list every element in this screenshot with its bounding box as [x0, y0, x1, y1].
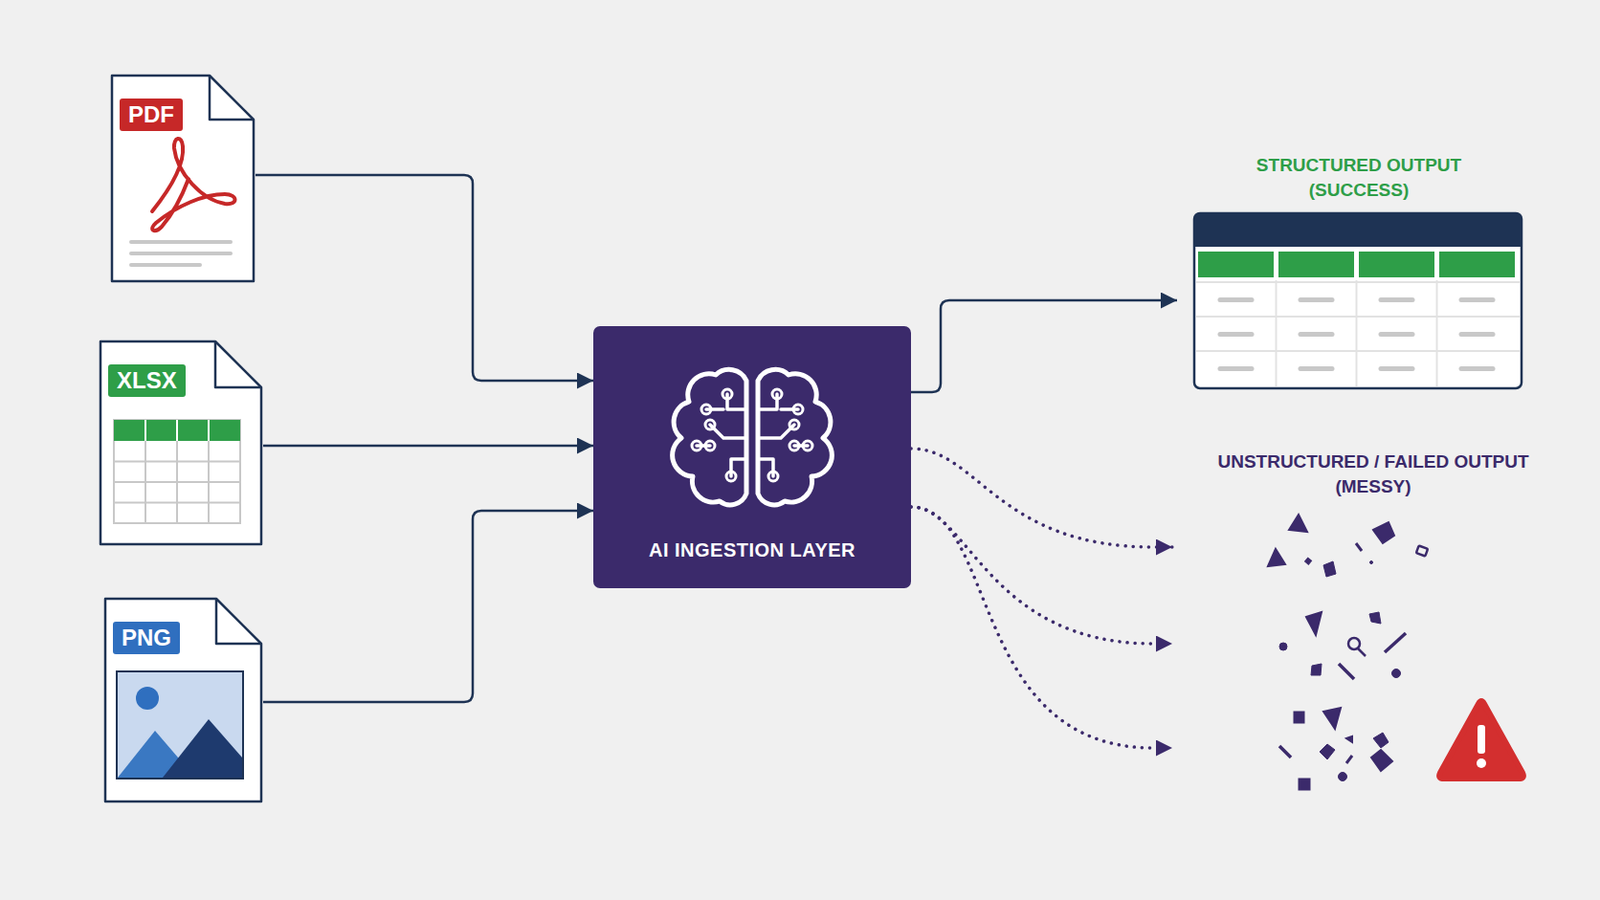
dotted-arrow — [911, 507, 1173, 749]
ai-process-box: AI INGESTION LAYER — [593, 326, 912, 589]
flow-arrow — [263, 444, 594, 448]
flow-arrow — [911, 300, 1178, 393]
dotted-arrow — [911, 507, 1173, 645]
file-badge: XLSX — [108, 364, 186, 398]
output-heading: STRUCTURED OUTPUT (SUCCESS) — [1215, 153, 1503, 203]
flow-arrow — [263, 511, 594, 703]
xlsx-file-icon: XLSX — [98, 339, 264, 547]
file-badge: PDF — [119, 98, 183, 132]
output-heading: UNSTRUCTURED / FAILED OUTPUT (MESSY) — [1181, 449, 1565, 500]
failed-output-region: UNSTRUCTURED / FAILED OUTPUT (MESSY) — [1172, 449, 1575, 804]
failed-output-region-art — [1172, 449, 1575, 804]
file-badge: PNG — [112, 622, 180, 655]
pdf-file-icon: PDF — [110, 73, 256, 284]
dotted-arrow — [911, 448, 1173, 548]
structured-output-table: STRUCTURED OUTPUT (SUCCESS) — [1177, 153, 1541, 389]
flow-arrow — [255, 175, 594, 381]
process-label: AI INGESTION LAYER — [604, 538, 900, 562]
png-file-icon: PNG — [103, 597, 264, 804]
